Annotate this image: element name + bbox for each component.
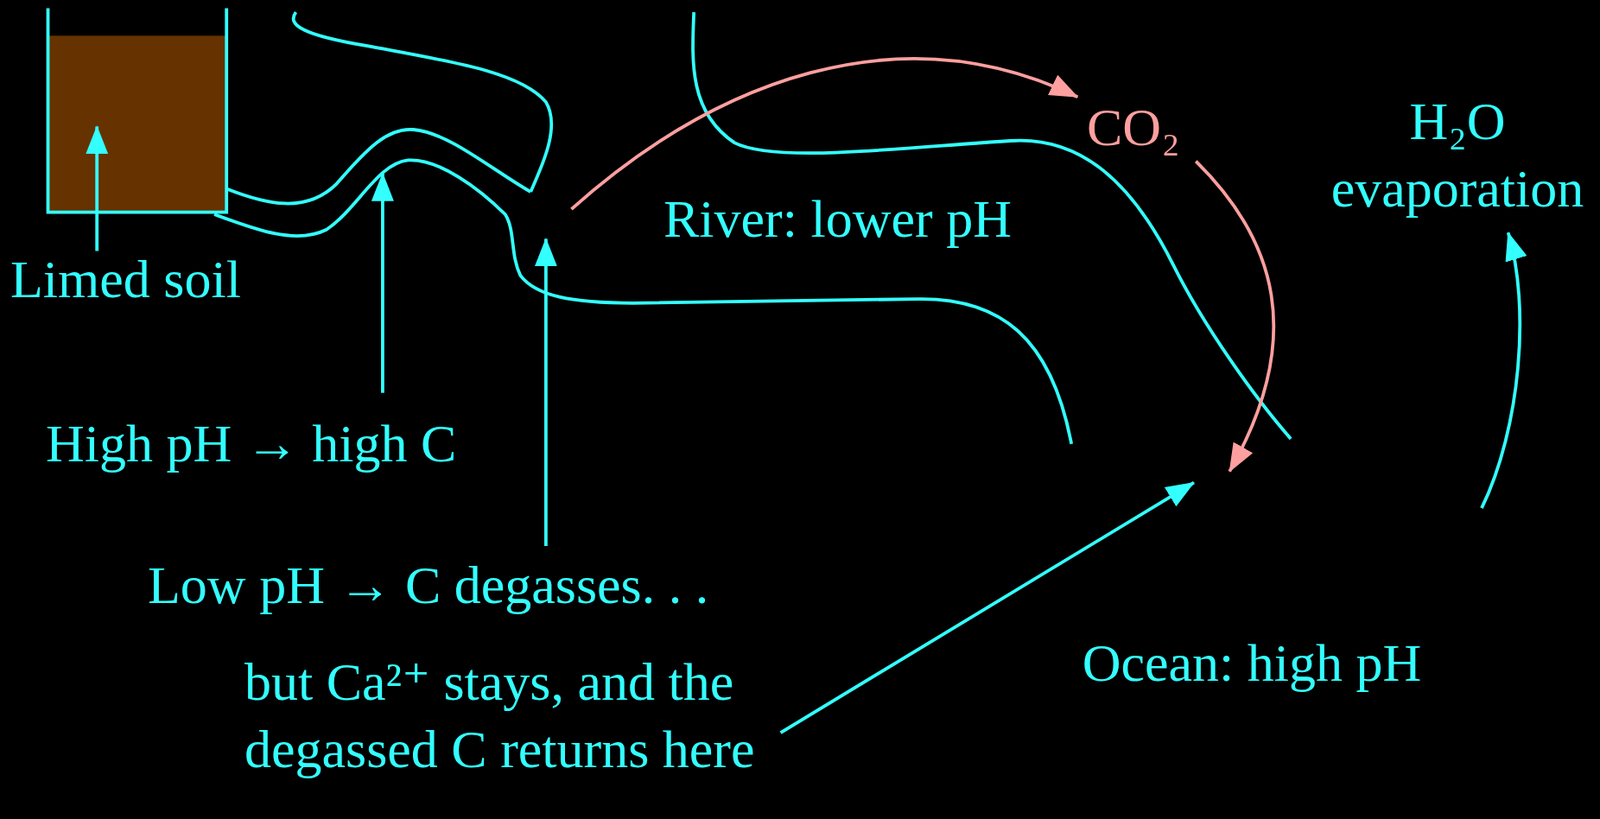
label-holder: Limed soil [10, 246, 242, 314]
river-bank [226, 129, 531, 204]
annotation-text: Low pH → C degasses. . . [147, 552, 709, 620]
leader-arrow [780, 482, 1194, 733]
leader-arrow [95, 126, 99, 251]
annotation-text: H₂O evaporation [1319, 88, 1596, 223]
leader-arrow [380, 173, 385, 394]
river-bank [214, 159, 1072, 444]
label-holder: H₂O evaporation [1319, 88, 1596, 223]
basin-outline [929, 393, 1575, 819]
label-holder: High pH → high C [45, 410, 457, 478]
label-holder: River: lower pH [663, 185, 1012, 254]
river-tributary [293, 12, 553, 192]
annotation-text: River: lower pH [663, 185, 1012, 254]
annotation-text: High pH → high C [45, 410, 457, 478]
label-holder: CO₂ [1086, 94, 1181, 162]
basin-wall [931, 393, 1572, 815]
uptake-arrow [1195, 161, 1274, 472]
label-holder: Low pH → C degasses. . . [147, 552, 709, 620]
annotation-text: but Ca²⁺ stays, and the degassed C retur… [244, 648, 824, 783]
soil-container [48, 7, 228, 212]
ocean-basin: Ocean: high pH [929, 393, 1575, 819]
label-holder: but Ca²⁺ stays, and the degassed C retur… [244, 648, 824, 783]
leader-arrow [544, 238, 548, 547]
evaporation-arrow [1481, 232, 1520, 508]
annotation-text: Limed soil [10, 246, 242, 314]
basin-label: Ocean: high pH [929, 629, 1575, 698]
soil-fill [48, 35, 228, 212]
degassing-arrow [571, 58, 1078, 210]
annotation-text: CO₂ [1086, 94, 1181, 162]
